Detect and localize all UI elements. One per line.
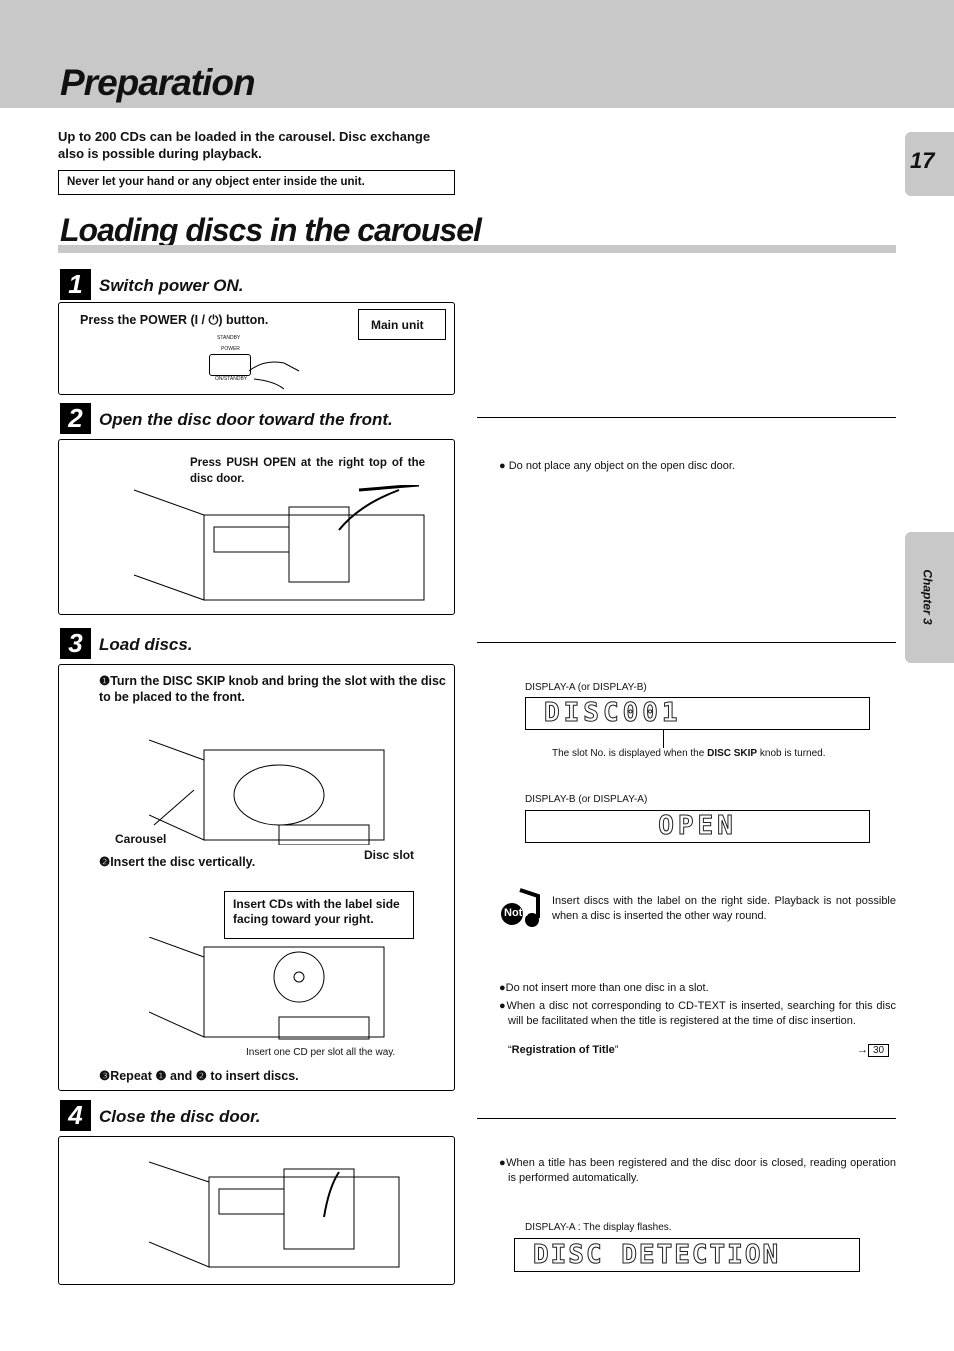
unit-door-close-illustration bbox=[149, 1161, 400, 1268]
display-b: OPEN bbox=[525, 810, 870, 843]
note-bold: DISC SKIP bbox=[707, 748, 758, 759]
substep-3: ❸Repeat ❶ and ❷ to insert discs. bbox=[99, 1069, 299, 1083]
header-band bbox=[0, 0, 954, 108]
section-underline bbox=[58, 245, 896, 253]
note-icon-label: Note bbox=[504, 907, 529, 919]
chapter-tab bbox=[905, 532, 954, 663]
divider bbox=[477, 642, 896, 643]
substep-1: ❶Turn the DISC SKIP knob and bring the s… bbox=[99, 674, 446, 704]
page-reference[interactable]: →30 bbox=[857, 1043, 890, 1058]
page-title: Preparation bbox=[60, 62, 256, 103]
note-pre: The slot No. is displayed when the bbox=[552, 748, 708, 759]
page-ref-number: 30 bbox=[868, 1044, 890, 1057]
page-number: 17 bbox=[910, 148, 935, 173]
display2-label: DISPLAY-B (or DISPLAY-A) bbox=[525, 794, 648, 805]
on-standby-label: ON/STANDBY bbox=[215, 376, 248, 382]
reference-title: Registration of Title bbox=[511, 1044, 615, 1056]
divider bbox=[477, 1118, 896, 1119]
note-icon: Note bbox=[500, 888, 540, 928]
carousel-label: Carousel bbox=[115, 832, 167, 846]
intro-text: Up to 200 CDs can be loaded in the carou… bbox=[58, 129, 431, 161]
step1-text: Press the POWER (I / ⏻) button. bbox=[80, 313, 269, 327]
page-tab bbox=[905, 132, 954, 196]
chapter-label: Chapter 3 bbox=[920, 569, 935, 625]
bullet-2: ●When a disc not corresponding to CD-TEX… bbox=[499, 1000, 896, 1027]
bullet-text: When a disc not corresponding to CD-TEXT… bbox=[506, 1000, 896, 1027]
insert-caption: Insert one CD per slot all the way. bbox=[246, 1047, 396, 1058]
step2-note: ● Do not place any object on the open di… bbox=[499, 460, 735, 472]
reference[interactable]: “Registration of Title” bbox=[508, 1044, 619, 1056]
note-text: Insert discs with the label on the right… bbox=[552, 895, 896, 922]
main-unit-badge: Main unit bbox=[358, 309, 446, 340]
step-number-2: 2 bbox=[60, 403, 91, 434]
step-box-3: ❶Turn the DISC SKIP knob and bring the s… bbox=[58, 664, 455, 1091]
step-number-1: 1 bbox=[60, 269, 91, 300]
display1-note: The slot No. is displayed when the DISC … bbox=[552, 748, 825, 759]
carousel-illustration bbox=[149, 739, 385, 845]
step-heading-3: Load discs. bbox=[99, 635, 193, 654]
step-box-2: Press PUSH OPEN at the right top of the … bbox=[58, 439, 455, 615]
close-note: ●When a title has been registered and th… bbox=[499, 1157, 896, 1184]
pointer-line bbox=[663, 730, 664, 748]
insert-disc-illustration bbox=[149, 937, 385, 1040]
warning-box: Never let your hand or any object enter … bbox=[58, 170, 455, 195]
standby-label: STANDBY bbox=[217, 335, 241, 341]
substep-2: ❷Insert the disc vertically. bbox=[99, 855, 256, 869]
step2-text: Press PUSH OPEN at the right top of the … bbox=[190, 457, 425, 485]
hand-icon bbox=[248, 361, 300, 390]
section-title: Loading discs in the carousel bbox=[60, 212, 482, 248]
power-button-illustration bbox=[209, 354, 251, 376]
bullet-1: ●Do not insert more than one disc in a s… bbox=[499, 982, 709, 994]
step-heading-1: Switch power ON. bbox=[99, 276, 244, 295]
step-number-4: 4 bbox=[60, 1100, 91, 1131]
display-a: DISC001 bbox=[525, 697, 870, 730]
display3-label: DISPLAY-A : The display flashes. bbox=[525, 1222, 672, 1233]
bullet-text: Do not insert more than one disc in a sl… bbox=[505, 982, 709, 994]
display-detection: DISC DETECTION bbox=[514, 1238, 860, 1272]
note-post: knob is turned. bbox=[757, 748, 826, 759]
close-note-text: When a title has been registered and the… bbox=[506, 1157, 896, 1184]
display1-label: DISPLAY-A (or DISPLAY-B) bbox=[525, 682, 647, 693]
step-number-3: 3 bbox=[60, 628, 91, 659]
step-box-1: Press the POWER (I / ⏻) button. Main uni… bbox=[58, 302, 455, 395]
note-text: Do not place any object on the open disc… bbox=[508, 460, 735, 472]
divider bbox=[477, 417, 896, 418]
step-heading-2: Open the disc door toward the front. bbox=[99, 410, 393, 429]
power-label: POWER bbox=[221, 346, 240, 352]
step-box-4 bbox=[58, 1136, 455, 1285]
unit-door-open-illustration bbox=[133, 485, 425, 601]
callout-box: Insert CDs with the label side facing to… bbox=[224, 891, 414, 939]
step-heading-4: Close the disc door. bbox=[99, 1107, 261, 1126]
disc-slot-label: Disc slot bbox=[364, 848, 415, 862]
